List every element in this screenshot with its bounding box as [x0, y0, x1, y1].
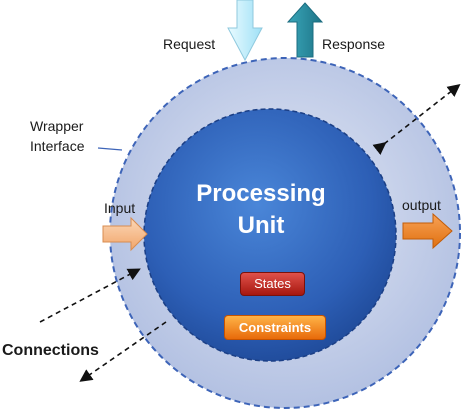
processing-unit-title: Processing Unit — [196, 178, 326, 242]
input-label: Input — [104, 200, 136, 216]
wrapper-pointer-line — [97, 147, 123, 151]
wrapper-label-line-1: Wrapper — [30, 118, 84, 134]
wrapper-interface-label: Wrapper Interface — [30, 116, 84, 156]
constraints-badge: Constraints — [224, 315, 326, 340]
wrapper-label-line-2: Interface — [30, 138, 85, 154]
title-line-2: Unit — [237, 212, 285, 239]
input-arrow — [102, 216, 148, 252]
states-badge: States — [240, 272, 305, 296]
request-label: Request — [163, 36, 216, 52]
request-arrow — [227, 0, 263, 62]
connection-arrow-top-right — [372, 84, 461, 155]
output-arrow — [402, 212, 453, 250]
response-arrow — [286, 2, 324, 58]
title-line-1: Processing — [196, 180, 326, 207]
response-label: Response — [322, 36, 386, 52]
connections-label: Connections — [2, 342, 99, 359]
output-label: output — [402, 197, 441, 213]
connection-arrow-left-upper — [39, 268, 141, 323]
connection-arrow-left-lower — [79, 321, 167, 382]
